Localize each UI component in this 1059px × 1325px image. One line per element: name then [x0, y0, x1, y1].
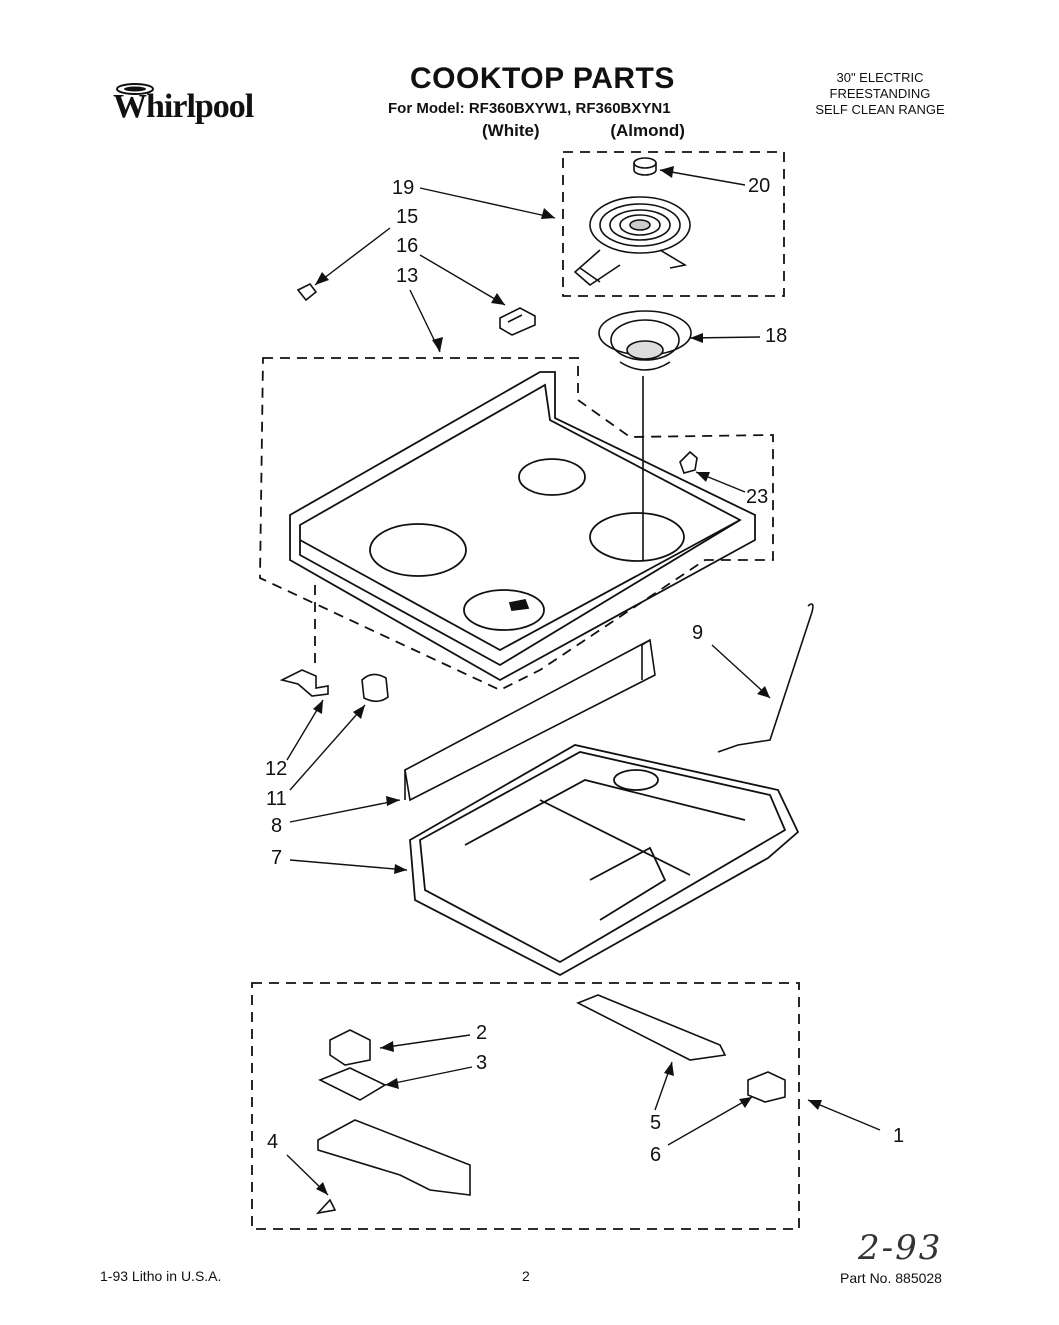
- callout-1: 1: [893, 1125, 905, 1147]
- page-number: 2: [522, 1268, 530, 1284]
- dashed-group-boxes: [252, 152, 799, 1229]
- variant-white: (White): [482, 121, 540, 140]
- bracket-12: [282, 670, 328, 696]
- cooktop-group-box: [260, 358, 773, 690]
- drip-bowl: [599, 311, 691, 370]
- rod-9: [718, 604, 813, 752]
- callout-3: 3: [476, 1052, 488, 1074]
- callout-16: 16: [396, 235, 419, 257]
- leader-lines: [287, 170, 880, 1195]
- callout-18: 18: [765, 325, 788, 347]
- callout-23: 23: [746, 486, 769, 508]
- callout-6: 6: [650, 1144, 662, 1166]
- cooktop-panel: [290, 372, 755, 680]
- page-title: COOKTOP PARTS: [410, 62, 675, 95]
- block-6: [748, 1072, 785, 1102]
- handwritten-date: 2-93: [858, 1228, 943, 1268]
- variant-almond: (Almond): [610, 121, 685, 140]
- switch-bracket: [318, 1120, 470, 1195]
- model-line: For Model: RF360BXYW1, RF360BXYN1: [388, 100, 671, 117]
- callout-13: 13: [396, 265, 419, 287]
- print-info: 1-93 Litho in U.S.A.: [100, 1268, 222, 1284]
- element-group-box: [563, 152, 784, 296]
- clip-23: [680, 452, 697, 473]
- switch-2: [330, 1030, 370, 1065]
- surface-element: [575, 197, 690, 285]
- product-description: 30" ELECTRIC FREESTANDING SELF CLEAN RAN…: [800, 70, 960, 118]
- switch-group-box: [252, 983, 799, 1229]
- subtitle-line: 30" ELECTRIC: [836, 70, 924, 85]
- element-bracket-5: [578, 995, 725, 1060]
- burner-box-7: [410, 745, 798, 975]
- callout-12: 12: [265, 758, 288, 780]
- callout-20: 20: [748, 175, 771, 197]
- callout-2: 2: [476, 1022, 488, 1044]
- insulator-3: [320, 1068, 385, 1100]
- arrowheads: [313, 166, 822, 1195]
- knob-20: [634, 158, 656, 175]
- callout-15: 15: [396, 206, 419, 228]
- callout-7: 7: [271, 847, 283, 869]
- subtitle-line: FREESTANDING: [829, 86, 931, 101]
- callout-8: 8: [271, 815, 283, 837]
- callout-5: 5: [650, 1112, 662, 1134]
- terminal-block-16: [500, 308, 535, 335]
- whirlpool-logo: [116, 83, 154, 95]
- part-4: [318, 1200, 335, 1213]
- callout-9: 9: [692, 622, 704, 644]
- brand-name: Whirlpool: [113, 88, 254, 125]
- part-number: Part No. 885028: [840, 1270, 942, 1286]
- color-variants: (White) (Almond): [482, 121, 721, 141]
- front-strip-8: [405, 640, 655, 800]
- callout-19: 19: [392, 177, 415, 199]
- clip-15: [298, 284, 316, 300]
- subtitle-line: SELF CLEAN RANGE: [815, 102, 945, 117]
- callout-11: 11: [266, 788, 287, 810]
- sleeve-11: [362, 674, 388, 701]
- callout-4: 4: [267, 1131, 279, 1153]
